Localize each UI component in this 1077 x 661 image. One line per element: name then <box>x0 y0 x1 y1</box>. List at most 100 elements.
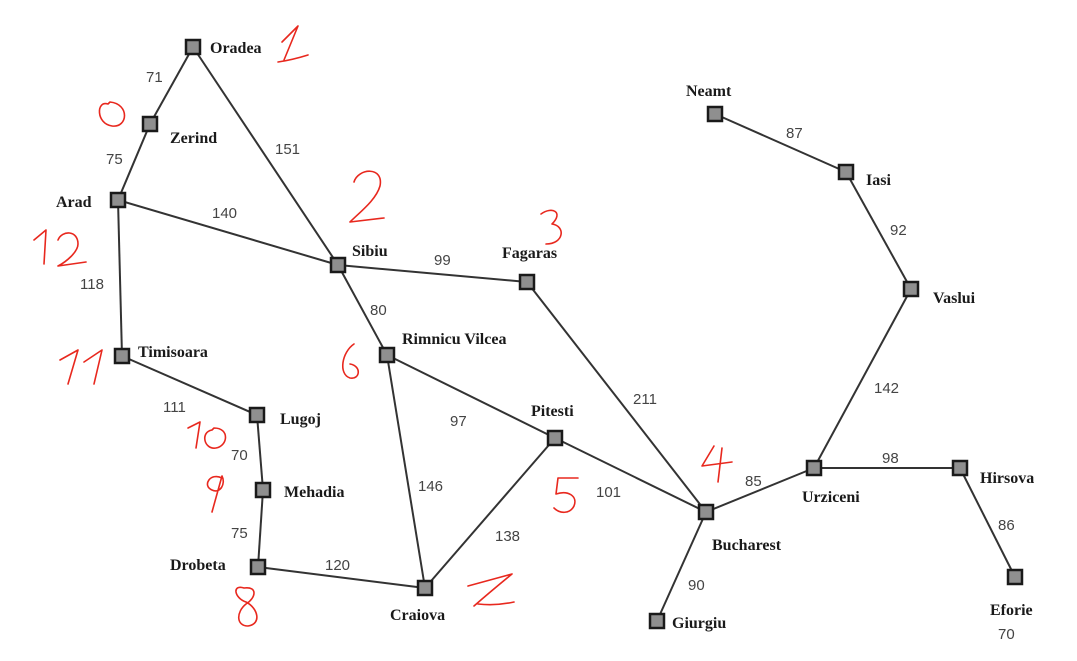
road-drobeta-craiova <box>257 566 426 589</box>
road-sibiu-rimnicu <box>337 264 388 356</box>
road-sibiu-fagaras <box>337 264 528 283</box>
label-neamt: Neamt <box>686 83 732 100</box>
dist-bucharest-giurgiu: 90 <box>688 577 705 594</box>
node-oradea <box>184 38 202 56</box>
node-eforie <box>1006 568 1024 586</box>
road-craiova-pitesti <box>424 437 556 589</box>
dist-bucharest-urziceni: 85 <box>745 473 762 490</box>
road-urziceni-vaslui <box>813 288 912 469</box>
node-hirsova <box>951 459 969 477</box>
road-hirsova-eforie <box>959 467 1016 578</box>
road-pitesti-bucharest <box>554 437 707 513</box>
label-vaslui: Vaslui <box>933 290 976 307</box>
road-arad-timisoara <box>117 199 123 357</box>
dist-sibiu-rimnicu: 80 <box>370 302 387 319</box>
label-oradea: Oradea <box>210 40 262 57</box>
node-pitesti <box>546 429 564 447</box>
node-neamt <box>706 105 724 123</box>
dist-mehadia-drobeta: 75 <box>231 525 248 542</box>
label-arad: Arad <box>56 194 92 211</box>
label-giurgiu: Giurgiu <box>672 615 726 632</box>
dist-timisoara-lugoj: 111 <box>163 399 186 416</box>
handwritten-6-rimnicu <box>342 343 360 379</box>
dist-arad-sibiu: 140 <box>212 205 237 222</box>
handwritten-12-arad <box>33 229 87 267</box>
handwritten-5-pitesti <box>553 477 579 514</box>
node-rimnicu <box>378 346 396 364</box>
node-vaslui <box>902 280 920 298</box>
dist-rimnicu-pitesti: 97 <box>450 413 467 430</box>
handwritten-annotations <box>33 25 733 627</box>
node-fagaras <box>518 273 536 291</box>
label-fagaras: Fagaras <box>502 245 557 262</box>
road-oradea-sibiu <box>192 46 339 266</box>
handwritten-10-lugoj <box>187 421 227 449</box>
dist-hirsova-eforie: 86 <box>998 517 1015 534</box>
city-nodes <box>109 38 1024 630</box>
node-drobeta <box>249 558 267 576</box>
dist-oradea-zerind: 71 <box>146 69 163 86</box>
label-urziceni: Urziceni <box>802 489 860 506</box>
node-mehadia <box>254 481 272 499</box>
label-craiova: Craiova <box>390 607 445 624</box>
dist-sibiu-fagaras: 99 <box>434 252 451 269</box>
dist-arad-timisoara: 118 <box>80 276 104 293</box>
label-sibiu: Sibiu <box>352 243 388 260</box>
handwritten-2-sibiu <box>349 170 385 223</box>
dist-zerind-arad: 75 <box>106 151 123 168</box>
road-rimnicu-craiova <box>386 354 426 589</box>
dist-iasi-neamt: 87 <box>786 125 803 142</box>
handwritten-0-zerind <box>98 101 126 127</box>
node-arad <box>109 191 127 209</box>
dist-drobeta-craiova: 120 <box>325 557 350 574</box>
dist-oradea-sibiu: 151 <box>275 141 300 158</box>
node-urziceni <box>805 459 823 477</box>
node-timisoara <box>113 347 131 365</box>
distance-labels: 71 75 151 140 118 111 70 75 120 99 80 97… <box>80 69 1015 643</box>
road-arad-sibiu <box>117 199 339 266</box>
city-labels: Oradea Zerind Arad Timisoara Lugoj Mehad… <box>56 40 1034 632</box>
node-zerind <box>141 115 159 133</box>
road-bucharest-urziceni <box>705 467 815 513</box>
label-timisoara: Timisoara <box>138 344 208 361</box>
label-hirsova: Hirsova <box>980 470 1034 487</box>
node-bucharest <box>697 503 715 521</box>
road-rimnicu-pitesti <box>386 354 556 439</box>
handwritten-4-bucharest <box>701 445 733 483</box>
label-drobeta: Drobeta <box>170 557 226 574</box>
node-craiova <box>416 579 434 597</box>
road-timisoara-lugoj <box>121 355 258 416</box>
label-bucharest: Bucharest <box>712 537 782 554</box>
label-rimnicu: Rimnicu Vilcea <box>402 331 506 348</box>
extra-number: 70 <box>998 626 1015 643</box>
handwritten-8-drobeta <box>235 586 258 627</box>
handwritten-1-oradea <box>277 25 309 63</box>
label-lugoj: Lugoj <box>280 411 321 428</box>
road-bucharest-giurgiu <box>656 511 707 622</box>
dist-rimnicu-craiova: 146 <box>418 478 443 495</box>
label-eforie: Eforie <box>990 602 1033 619</box>
handwritten-11-timisoara <box>59 349 103 385</box>
dist-lugoj-mehadia: 70 <box>231 447 248 464</box>
dist-urziceni-hirsova: 98 <box>882 450 899 467</box>
label-mehadia: Mehadia <box>284 484 344 501</box>
dist-craiova-pitesti: 138 <box>495 528 520 545</box>
road-zerind-arad <box>117 123 151 201</box>
node-sibiu <box>329 256 347 274</box>
road-lugoj-mehadia <box>256 414 264 491</box>
roads <box>117 46 1016 622</box>
road-fagaras-bucharest <box>526 281 707 513</box>
node-giurgiu <box>648 612 666 630</box>
dist-vaslui-iasi: 92 <box>890 222 907 239</box>
dist-fagaras-bucharest: 211 <box>633 391 657 408</box>
handwritten-9-mehadia <box>206 475 225 513</box>
handwritten-7-craiova <box>467 573 515 607</box>
handwritten-3-fagaras <box>540 209 562 245</box>
dist-urziceni-vaslui: 142 <box>874 380 899 397</box>
node-iasi <box>837 163 855 181</box>
road-oradea-zerind <box>149 46 194 125</box>
label-pitesti: Pitesti <box>531 403 574 420</box>
dist-pitesti-bucharest: 101 <box>596 484 621 501</box>
label-iasi: Iasi <box>866 172 891 189</box>
